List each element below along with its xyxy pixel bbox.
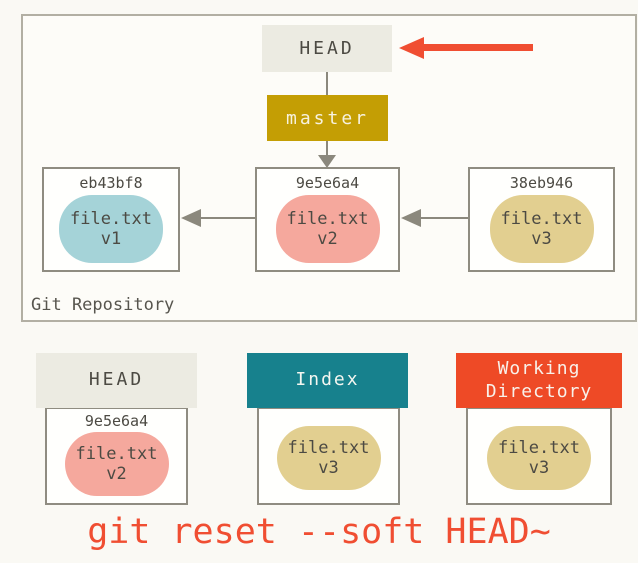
commit-box-9e5e6a4: 9e5e6a4 file.txt v2	[255, 167, 400, 272]
area-title: Index	[295, 369, 360, 391]
area-commit-hash: 9e5e6a4	[84, 412, 149, 430]
commit-hash: 9e5e6a4	[295, 174, 360, 192]
commit-box-38eb946: 38eb946 file.txt v3	[468, 167, 615, 272]
area-title: HEAD	[88, 369, 145, 391]
file-blob-v3: file.txt v3	[487, 426, 591, 490]
master-to-commit-line	[326, 141, 328, 157]
git-repository-label: Git Repository	[31, 295, 175, 315]
area-box-index: file.txt v3	[257, 407, 400, 505]
area-header-head: HEAD	[36, 353, 197, 408]
file-version: v3	[318, 458, 339, 478]
area-header-index: Index	[247, 353, 408, 408]
file-blob-v3: file.txt v3	[489, 195, 594, 263]
head-ref-label: HEAD	[299, 38, 355, 59]
file-name: file.txt	[500, 208, 583, 229]
file-name: file.txt	[70, 208, 152, 229]
master-branch-box: master	[267, 95, 388, 141]
file-blob-v2: file.txt v2	[275, 195, 380, 263]
parent-arrow-shaft	[420, 217, 468, 219]
commit-hash: eb43bf8	[79, 174, 143, 192]
red-arrow-left-icon	[399, 37, 424, 59]
file-version: v3	[531, 229, 552, 249]
file-blob-v3: file.txt v3	[276, 426, 381, 490]
file-version: v1	[100, 229, 122, 249]
file-version: v2	[317, 229, 338, 249]
master-branch-label: master	[285, 107, 370, 129]
head-ref-box: HEAD	[262, 25, 392, 72]
area-box-working-directory: file.txt v3	[466, 407, 612, 505]
area-title: Working Directory	[485, 358, 593, 402]
arrow-down-icon	[318, 155, 336, 168]
parent-arrow-shaft	[200, 217, 255, 219]
arrow-left-icon	[401, 209, 421, 227]
file-version: v3	[528, 458, 550, 478]
commit-hash: 38eb946	[509, 174, 574, 192]
file-version: v2	[106, 464, 127, 484]
file-name: file.txt	[287, 437, 370, 458]
command-caption: git reset --soft HEAD~	[87, 512, 551, 552]
head-to-master-line	[326, 72, 328, 95]
commit-box-eb43bf8: eb43bf8 file.txt v1	[42, 167, 180, 272]
file-blob-v1: file.txt v1	[59, 195, 163, 263]
arrow-left-icon	[181, 209, 201, 227]
area-box-head: 9e5e6a4 file.txt v2	[45, 407, 188, 505]
red-arrow-shaft	[423, 44, 533, 51]
file-name: file.txt	[286, 208, 369, 229]
file-name: file.txt	[75, 443, 158, 464]
file-blob-v2: file.txt v2	[64, 432, 169, 496]
file-name: file.txt	[498, 437, 580, 458]
area-header-working-directory: Working Directory	[456, 353, 622, 408]
